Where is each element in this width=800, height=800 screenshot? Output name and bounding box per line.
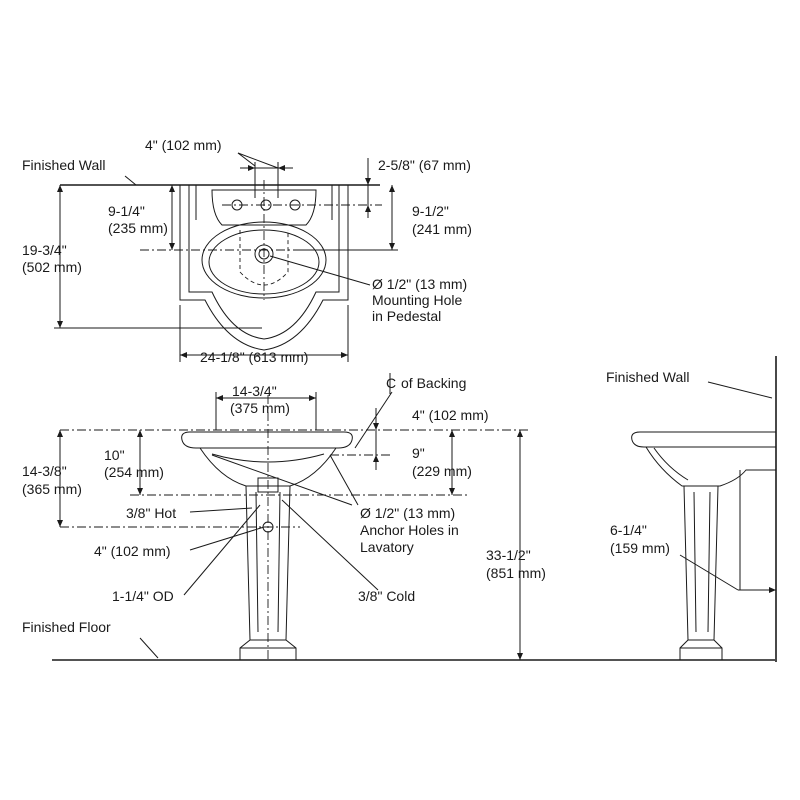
- arrow: [769, 587, 776, 593]
- arrow: [309, 395, 316, 401]
- centerline-symbol: C: [386, 375, 396, 391]
- arrow: [365, 178, 371, 185]
- anchor-leader-1: [211, 454, 353, 506]
- arrow: [389, 243, 395, 250]
- lavatory-bowl-side-inner: [653, 447, 689, 481]
- lavatory-bowl-inner: [211, 453, 325, 463]
- left-depth-in-label: 9-1/4": [108, 203, 145, 219]
- drain-od-label: 1-1/4" OD: [112, 588, 174, 604]
- side-view: Finished Wall 6-1/4" (159 mm): [606, 356, 777, 662]
- arrow: [216, 395, 223, 401]
- wall-offset-label: 2-5/8" (67 mm): [378, 157, 471, 173]
- lavatory-bowl-side: [645, 446, 776, 487]
- arrow: [389, 185, 395, 192]
- lavatory-outline-top: [179, 185, 349, 351]
- cold-supply-leader: [281, 499, 379, 591]
- arrow: [169, 243, 175, 250]
- bowl-width-mm-label: (375 mm): [230, 400, 290, 416]
- cold-supply-label: 3/8" Cold: [358, 588, 415, 604]
- arrow: [373, 455, 379, 462]
- centerline-label: of Backing: [401, 375, 466, 391]
- drain-od-leader: [183, 504, 261, 596]
- arrow: [341, 352, 348, 358]
- faucet-spacing-label: 4" (102 mm): [145, 137, 222, 153]
- anchor-label-3: Lavatory: [360, 539, 414, 555]
- right-depth-in-label: 9-1/2": [412, 203, 449, 219]
- height-14-in-label: 14-3/8": [22, 463, 67, 479]
- arrow: [180, 352, 187, 358]
- finished-wall-label-top: Finished Wall: [22, 157, 106, 173]
- drain-offset-label: 4" (102 mm): [94, 543, 171, 559]
- arrow: [278, 165, 285, 171]
- height-10-in-label: 10": [104, 447, 125, 463]
- drain-offset-leader: [189, 526, 265, 551]
- arrow: [449, 488, 455, 495]
- lavatory-deck-top: [195, 185, 333, 220]
- overall-height-mm-label: (851 mm): [486, 565, 546, 581]
- pedestal-offset-in-label: 6-1/4": [610, 522, 647, 538]
- overall-height-in-label: 33-1/2": [486, 547, 531, 563]
- mounting-hole-label-2: Mounting Hole: [372, 292, 462, 308]
- lavatory-rim-side: [631, 431, 776, 448]
- arrow: [57, 185, 63, 192]
- finished-floor-leader: [139, 637, 159, 659]
- mounting-hole-leader: [269, 255, 371, 286]
- arrow: [169, 185, 175, 192]
- overall-depth-mm-label: (502 mm): [22, 259, 82, 275]
- arrow: [248, 165, 255, 171]
- height-9-mm-label: (229 mm): [412, 463, 472, 479]
- pedestal-offset-mm-label: (159 mm): [610, 540, 670, 556]
- finished-wall-side-leader: [707, 381, 773, 399]
- overall-depth-in-label: 19-3/4": [22, 242, 67, 258]
- anchor-label-2: Anchor Holes in: [360, 522, 459, 538]
- arrow: [365, 205, 371, 212]
- height-10-mm-label: (254 mm): [104, 464, 164, 480]
- pedestal-offset-leader: [679, 554, 739, 591]
- arrow: [57, 430, 63, 437]
- arrow: [373, 423, 379, 430]
- arrow: [57, 321, 63, 328]
- backing-offset-label: 4" (102 mm): [412, 407, 489, 423]
- hot-supply-leader: [189, 507, 253, 513]
- hot-supply-label: 3/8" Hot: [126, 505, 176, 521]
- pedestal-side-inner: [693, 491, 711, 633]
- lavatory-rim-front: [181, 431, 353, 449]
- centerline-leader: [354, 391, 393, 449]
- arrow: [517, 653, 523, 660]
- back-bracket: [739, 470, 776, 591]
- arrow: [449, 430, 455, 437]
- lavatory-rim-top: [188, 185, 340, 340]
- arrow: [137, 430, 143, 437]
- arrow: [57, 520, 63, 527]
- faucet-spacing-leader-2: [237, 152, 279, 169]
- anchor-label-1: Ø 1/2" (13 mm): [360, 505, 455, 521]
- top-view: 4" (102 mm) Finished Wall 2-5/8" (67 mm)…: [22, 137, 472, 365]
- mounting-hole-label-3: in Pedestal: [372, 308, 441, 324]
- pedestal-inner: [255, 491, 281, 633]
- height-9-in-label: 9": [412, 445, 425, 461]
- arrow: [517, 430, 523, 437]
- height-14-mm-label: (365 mm): [22, 481, 82, 497]
- overall-width-label: 24-1/8" (613 mm): [200, 349, 308, 365]
- anchor-leader-2: [329, 454, 359, 506]
- pedestal-side: [679, 485, 723, 660]
- mounting-hole-label-1: Ø 1/2" (13 mm): [372, 276, 467, 292]
- left-depth-mm-label: (235 mm): [108, 220, 168, 236]
- faucet-spacing-leader-1: [237, 152, 256, 167]
- lavatory-back-panel: [211, 189, 317, 226]
- finished-floor-label: Finished Floor: [22, 619, 111, 635]
- right-depth-mm-label: (241 mm): [412, 221, 472, 237]
- front-view: 14-3/4" (375 mm) C of Backing 4" (102 mm…: [22, 373, 775, 661]
- finished-wall-side-label: Finished Wall: [606, 369, 690, 385]
- finished-wall-leader: [124, 175, 137, 186]
- arrow: [137, 488, 143, 495]
- bowl-width-in-label: 14-3/4": [232, 383, 277, 399]
